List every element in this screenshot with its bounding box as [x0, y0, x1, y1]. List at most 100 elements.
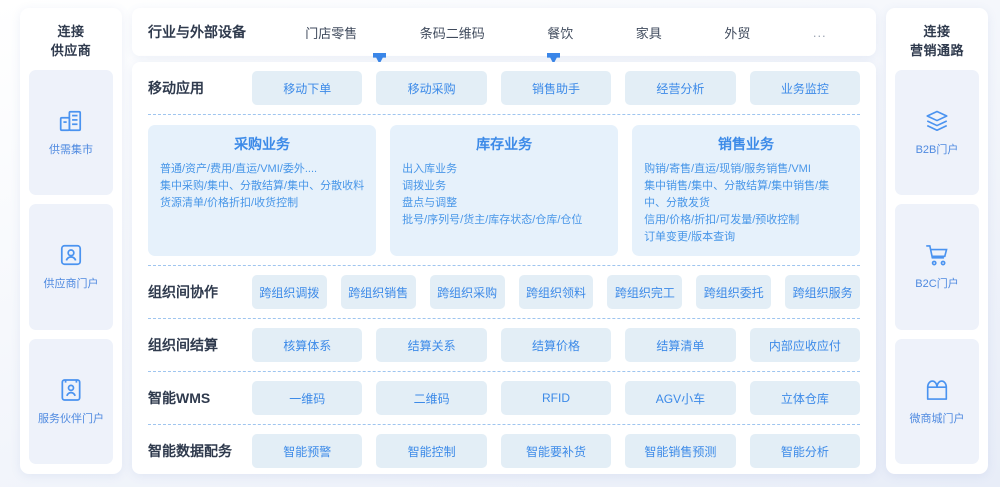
right-rail-item-b2c-portal[interactable]: B2C门户 [895, 204, 979, 330]
shopping-cart-icon [924, 242, 950, 268]
chip-settlement-relation[interactable]: 结算关系 [376, 328, 487, 362]
layers-icon [924, 108, 950, 134]
divider-4 [148, 371, 860, 372]
chip-mobile-order[interactable]: 移动下单 [252, 71, 363, 105]
chip-stereoscopic-warehouse[interactable]: 立体仓库 [749, 381, 861, 415]
row-label-settlement: 组织间结算 [148, 337, 218, 353]
divider-1 [148, 114, 860, 115]
chip-cross-org-picking[interactable]: 跨组织领料 [518, 275, 594, 309]
business-card-title: 库存业务 [476, 136, 533, 152]
right-rail-item-label: B2C门户 [915, 278, 959, 291]
tabbar-items: 门店零售 条码二维码 餐饮 家具 外贸 ... [246, 23, 858, 42]
chip-internal-ar-ap[interactable]: 内部应收应付 [749, 328, 861, 362]
building-icon [58, 108, 84, 134]
business-card-line: 集中采购/集中、分散结算/集中、分散收料 [160, 180, 365, 192]
left-rail-item-partner-portal[interactable]: 服务伙伴门户 [29, 338, 113, 464]
business-card-line: 集中销售/集中、分散结算/集中销售/集中、分散发货 [644, 180, 830, 209]
business-card-line: 普通/资产/费用/直运/VMI/委外.... [160, 163, 318, 175]
business-cards-row: 采购业务 普通/资产/费用/直运/VMI/委外.... 集中采购/集中、分散结算… [148, 124, 860, 256]
business-card-line: 货源清单/价格折扣/收货控制 [160, 197, 299, 209]
partner-badge-icon [58, 377, 84, 403]
left-rail-title-line1: 连接 [57, 24, 85, 39]
center-column: 行业与外部设备 门店零售 条码二维码 餐饮 家具 外贸 ... [132, 8, 876, 474]
chip-cross-org-service[interactable]: 跨组织服务 [785, 275, 861, 309]
industry-tabbar: 行业与外部设备 门店零售 条码二维码 餐饮 家具 外贸 ... [132, 8, 876, 64]
row-chips-collaboration: 跨组织调拨 跨组织销售 跨组织采购 跨组织领料 跨组织完工 跨组织委托 跨组织服… [252, 275, 861, 309]
business-card-line: 批号/序列号/货主/库存状态/仓库/仓位 [402, 214, 583, 226]
divider-5 [148, 424, 860, 425]
row-label-mobile-apps: 移动应用 [148, 80, 204, 96]
left-rail-title-line2: 供应商 [50, 43, 92, 58]
chip-smart-control[interactable]: 智能控制 [376, 434, 487, 468]
right-rail-item-wechat-mall-portal[interactable]: 微商城门户 [895, 338, 979, 464]
chip-settlement-list[interactable]: 结算清单 [625, 328, 736, 362]
right-rail-item-label: B2B门户 [915, 144, 959, 157]
business-card-purchasing[interactable]: 采购业务 普通/资产/费用/直运/VMI/委外.... 集中采购/集中、分散结算… [148, 125, 377, 256]
chip-cross-org-purchase[interactable]: 跨组织采购 [429, 275, 505, 309]
business-card-line: 购销/寄售/直运/现销/服务销售/VMI [644, 163, 811, 175]
chip-cross-org-completion[interactable]: 跨组织完工 [607, 275, 683, 309]
tab-foreign-trade[interactable]: 外贸 [724, 25, 751, 41]
left-rail-title: 连接 供应商 [51, 22, 92, 60]
row-chips-data-service: 智能预警 智能控制 智能要补货 智能销售预测 智能分析 [252, 434, 861, 468]
right-rail-title-line1: 连接 [923, 24, 951, 39]
right-rail-item-label: 微商城门户 [909, 412, 965, 425]
chip-smart-replenishment[interactable]: 智能要补货 [500, 434, 612, 468]
chip-barcode-1d[interactable]: 一维码 [252, 381, 363, 415]
business-card-inventory[interactable]: 库存业务 出入库业务 调拨业务 盘点与调整 批号/序列号/货主/库存状态/仓库/… [390, 125, 619, 256]
chip-sales-assistant[interactable]: 销售助手 [500, 71, 612, 105]
row-label-wms: 智能WMS [148, 390, 211, 406]
row-smart-data-service: 智能数据配务 智能预警 智能控制 智能要补货 智能销售预测 智能分析 [148, 434, 861, 468]
main-panel: 移动应用 移动下单 移动采购 销售助手 经营分析 业务监控 采购业务 普通/资产… [132, 62, 876, 474]
left-rail-item-label: 供应商门户 [43, 278, 99, 291]
chip-cross-org-entrust[interactable]: 跨组织委托 [696, 275, 772, 309]
business-card-sales[interactable]: 销售业务 购销/寄售/直运/现销/服务销售/VMI 集中销售/集中、分散结算/集… [632, 125, 860, 256]
chip-mobile-purchase[interactable]: 移动采购 [376, 71, 487, 105]
right-rail-title-line2: 营销通路 [909, 43, 964, 58]
right-rail-connect-channels: 连接 营销通路 B2B门户 [886, 8, 988, 474]
business-card-line: 订单变更/版本查询 [644, 231, 736, 243]
storefront-icon [924, 377, 950, 403]
chip-barcode-2d[interactable]: 二维码 [376, 381, 487, 415]
left-rail-item-label: 供需集市 [49, 144, 93, 157]
right-rail-item-b2b-portal[interactable]: B2B门户 [895, 70, 979, 196]
chip-rfid[interactable]: RFID [500, 381, 612, 415]
row-cross-org-collaboration: 组织间协作 跨组织调拨 跨组织销售 跨组织采购 跨组织领料 跨组织完工 跨组织委… [148, 275, 861, 309]
left-rail-connect-suppliers: 连接 供应商 供需集市 [20, 8, 122, 474]
tabbar-lead-label: 行业与外部设备 [148, 24, 246, 40]
tab-catering[interactable]: 餐饮 [547, 25, 574, 41]
right-rail-title: 连接 营销通路 [910, 22, 964, 60]
row-chips-mobile-apps: 移动下单 移动采购 销售助手 经营分析 业务监控 [252, 71, 861, 105]
right-rail-list: B2B门户 B2C门户 [895, 70, 979, 464]
row-chips-settlement: 核算体系 结算关系 结算价格 结算清单 内部应收应付 [252, 328, 861, 362]
chip-smart-alert[interactable]: 智能预警 [252, 434, 363, 468]
divider-3 [148, 318, 860, 319]
left-rail-item-label: 服务伙伴门户 [38, 412, 104, 425]
tab-furniture[interactable]: 家具 [635, 25, 662, 41]
left-rail-item-supply-market[interactable]: 供需集市 [29, 70, 113, 196]
tab-store-retail[interactable]: 门店零售 [305, 25, 358, 41]
left-rail-list: 供需集市 供应商门户 [29, 70, 113, 464]
row-chips-wms: 一维码 二维码 RFID AGV小车 立体仓库 [252, 381, 861, 415]
tab-more[interactable]: ... [812, 24, 827, 40]
chip-cross-org-transfer[interactable]: 跨组织调拨 [252, 275, 327, 309]
left-rail-item-supplier-portal[interactable]: 供应商门户 [29, 204, 113, 330]
chip-smart-sales-forecast[interactable]: 智能销售预测 [625, 434, 736, 468]
chip-agv-cart[interactable]: AGV小车 [625, 381, 736, 415]
chip-cross-org-sales[interactable]: 跨组织销售 [340, 275, 416, 309]
tab-barcode-qrcode[interactable]: 条码二维码 [419, 25, 485, 41]
chip-settlement-price[interactable]: 结算价格 [500, 328, 612, 362]
business-card-title: 销售业务 [718, 136, 775, 152]
chip-business-analysis[interactable]: 经营分析 [625, 71, 736, 105]
row-mobile-apps: 移动应用 移动下单 移动采购 销售助手 经营分析 业务监控 [148, 71, 861, 105]
row-label-data-service: 智能数据配务 [148, 443, 232, 459]
business-card-title: 采购业务 [234, 136, 291, 152]
row-smart-wms: 智能WMS 一维码 二维码 RFID AGV小车 立体仓库 [148, 381, 861, 415]
chip-smart-analysis[interactable]: 智能分析 [749, 434, 861, 468]
chip-business-monitoring[interactable]: 业务监控 [749, 71, 861, 105]
business-card-line: 出入库业务 [402, 163, 458, 175]
business-card-line: 盘点与调整 [402, 197, 458, 209]
chip-accounting-system[interactable]: 核算体系 [252, 328, 363, 362]
user-card-icon [58, 242, 84, 268]
